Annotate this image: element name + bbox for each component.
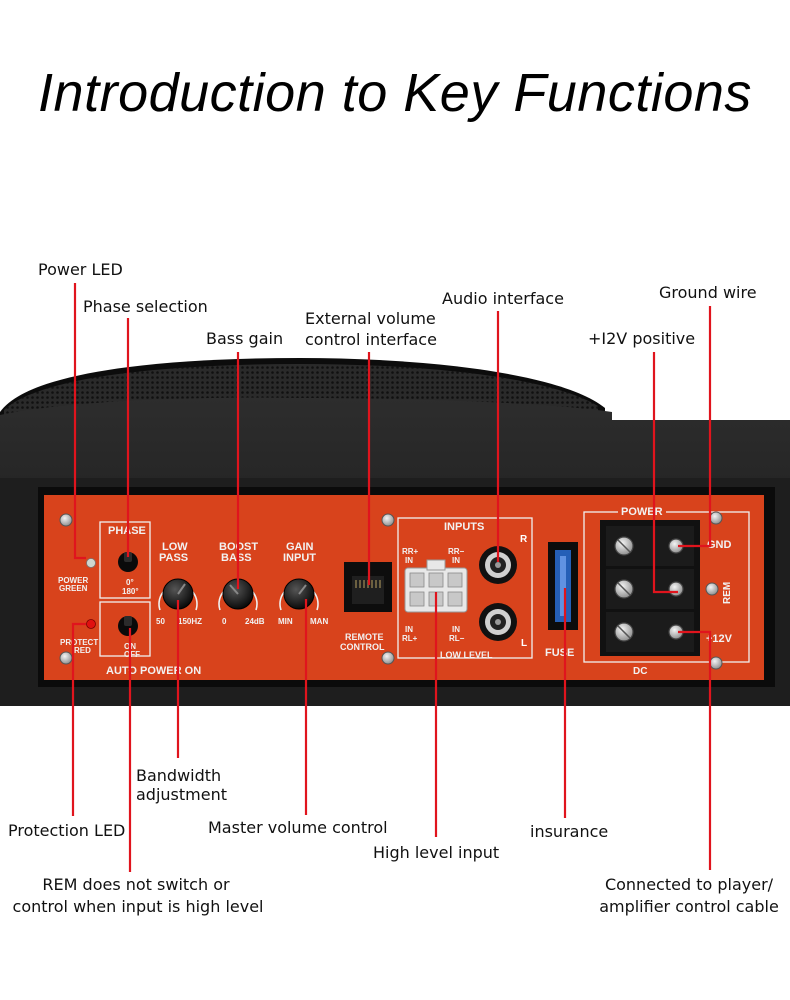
power-led	[86, 558, 96, 568]
dc-label: DC	[633, 666, 648, 677]
remote-control-label-1: REMOTE	[345, 632, 384, 642]
rr-plus-in-1: RR+	[402, 547, 419, 556]
gnd-label: GND	[707, 539, 732, 551]
power-terminal-label: POWER	[618, 507, 666, 518]
channel-l-label: L	[521, 638, 528, 649]
remote-control-label-2: CONTROL	[340, 642, 385, 652]
label-ground-wire: Ground wire	[659, 283, 757, 302]
gain-min: MIN	[278, 617, 293, 626]
label-rem-line1: REM does not switch or	[42, 875, 230, 894]
low-pass-max: 150HZ	[178, 617, 203, 626]
phase-switch[interactable]	[118, 552, 138, 572]
rr-plus-in-2: IN	[405, 556, 413, 565]
gain-input-label-2: INPUT	[283, 552, 316, 564]
high-level-input-connector[interactable]	[404, 559, 468, 613]
phase-0-label: 0°	[126, 578, 134, 587]
boost-max: 24dB	[245, 617, 265, 626]
channel-r-label: R	[520, 534, 528, 545]
label-12v-positive: +I2V positive	[588, 329, 696, 348]
label-rem-line2: control when input is high level	[12, 897, 264, 916]
label-power-led: Power LED	[38, 260, 123, 279]
rr-minus-in-2: IN	[452, 556, 460, 565]
remote-control-jack[interactable]	[344, 562, 392, 612]
fuse-label: FUSE	[545, 647, 575, 659]
low-pass-label-2: PASS	[159, 552, 189, 564]
low-level-label: LOW LEVEL	[440, 650, 493, 660]
label-audio-interface: Audio interface	[442, 289, 564, 308]
page-title: Introduction to Key Functions	[38, 63, 752, 123]
in-rl-plus-1: IN	[405, 625, 413, 634]
terminal-port-rem	[668, 581, 684, 597]
auto-power-box	[99, 601, 151, 657]
in-rl-minus-1: IN	[452, 625, 460, 634]
label-connected-line2: amplifier control cable	[599, 897, 779, 916]
label-protection-led: Protection LED	[8, 821, 126, 840]
label-phase-selection: Phase selection	[83, 297, 208, 316]
label-bandwidth-line2: adjustment	[136, 785, 227, 804]
auto-power-switch[interactable]	[118, 616, 138, 636]
fuse-holder[interactable]	[548, 542, 578, 630]
boost-bass-label-2: BASS	[221, 552, 252, 564]
label-connected-line1: Connected to player/	[604, 875, 774, 894]
in-rl-plus-2: RL+	[402, 634, 418, 643]
protect-red-label-2: RED	[74, 646, 91, 655]
phase-180-label: 180°	[122, 587, 139, 596]
label-master-volume: Master volume control	[208, 818, 388, 837]
phase-box	[99, 521, 151, 599]
label-external-volume-line1: External volume	[305, 309, 436, 328]
auto-power-on-label: AUTO POWER ON	[106, 665, 202, 677]
phase-label: PHASE	[108, 525, 146, 537]
inputs-label: INPUTS	[444, 521, 485, 533]
off-label: OFF	[124, 650, 140, 659]
label-bass-gain: Bass gain	[206, 329, 284, 348]
rr-minus-in-1: RR−	[448, 547, 465, 556]
in-rl-minus-2: RL−	[449, 634, 465, 643]
label-bandwidth-line1: Bandwidth	[136, 766, 222, 785]
label-external-volume-line2: control interface	[305, 330, 437, 349]
protection-led	[86, 619, 96, 629]
low-pass-label-1: LOW	[162, 541, 188, 553]
plus-12v-label: +12V	[706, 633, 732, 645]
terminal-port-gnd	[668, 538, 684, 554]
power-green-label-2: GREEN	[59, 584, 88, 593]
gain-max: MAN	[310, 617, 329, 626]
terminal-port-12v	[668, 624, 684, 640]
rem-label: REM	[722, 581, 733, 604]
label-insurance: insurance	[530, 822, 609, 841]
label-high-level-input: High level input	[373, 843, 500, 862]
rca-jack-right[interactable]	[479, 546, 517, 584]
low-pass-min: 50	[156, 617, 165, 626]
power-green-label-1: POWER	[58, 576, 89, 585]
gain-input-label-1: GAIN	[286, 541, 314, 553]
boost-min: 0	[222, 617, 227, 626]
inputs-box	[397, 517, 533, 659]
rca-jack-left[interactable]	[479, 603, 517, 641]
